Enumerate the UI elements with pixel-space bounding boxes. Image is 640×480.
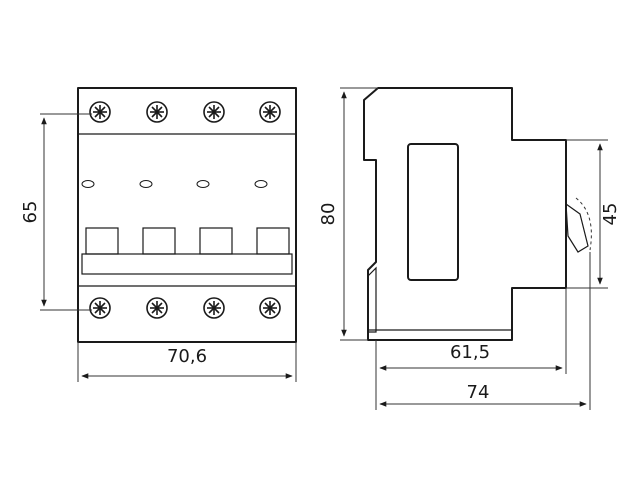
dim-side-inner-height: 45 bbox=[566, 139, 621, 289]
dim-side-depth-total: 74 bbox=[379, 252, 591, 410]
front-body-outline bbox=[77, 87, 297, 343]
toggle-lever bbox=[85, 227, 119, 255]
toggle-lever bbox=[142, 227, 176, 255]
label-window bbox=[407, 143, 459, 281]
screw-terminal-icon bbox=[146, 101, 168, 123]
indicator-lamp-icon bbox=[254, 180, 268, 188]
toggle-lever bbox=[199, 227, 233, 255]
bottom-screw-row bbox=[89, 297, 281, 319]
side-toggle-lever bbox=[565, 197, 592, 253]
din-clip-bottom bbox=[367, 266, 377, 333]
indicator-lamp-icon bbox=[196, 180, 210, 188]
dim-side-height: 80 bbox=[318, 87, 378, 341]
screw-terminal-icon bbox=[89, 297, 111, 319]
toggle-lever bbox=[256, 227, 290, 255]
side-body-outline bbox=[363, 87, 567, 341]
dim-label-side-inner-height: 45 bbox=[600, 203, 621, 226]
dim-label-side-depth-inner: 61,5 bbox=[450, 342, 490, 363]
screw-terminal-icon bbox=[89, 101, 111, 123]
dim-label-front-height: 65 bbox=[20, 201, 41, 224]
indicator-lamp-icon bbox=[139, 180, 153, 188]
dim-front-height: 65 bbox=[20, 113, 92, 311]
screw-terminal-icon bbox=[259, 101, 281, 123]
dim-side-depth-inner: 61,5 bbox=[375, 288, 567, 410]
indicator-lamps bbox=[81, 180, 268, 188]
top-screw-row bbox=[89, 101, 281, 123]
indicator-lamp-icon bbox=[81, 180, 95, 188]
dim-front-width: 70,6 bbox=[77, 342, 297, 382]
toggle-bar bbox=[81, 253, 293, 275]
dim-label-side-depth-total: 74 bbox=[467, 382, 490, 403]
dim-label-front-width: 70,6 bbox=[167, 346, 207, 367]
toggle-levers bbox=[81, 227, 293, 275]
front-view bbox=[77, 87, 297, 343]
screw-terminal-icon bbox=[259, 297, 281, 319]
side-view bbox=[363, 87, 592, 341]
screw-terminal-icon bbox=[203, 101, 225, 123]
screw-terminal-icon bbox=[203, 297, 225, 319]
screw-terminal-icon bbox=[146, 297, 168, 319]
dim-label-side-height: 80 bbox=[318, 203, 339, 226]
